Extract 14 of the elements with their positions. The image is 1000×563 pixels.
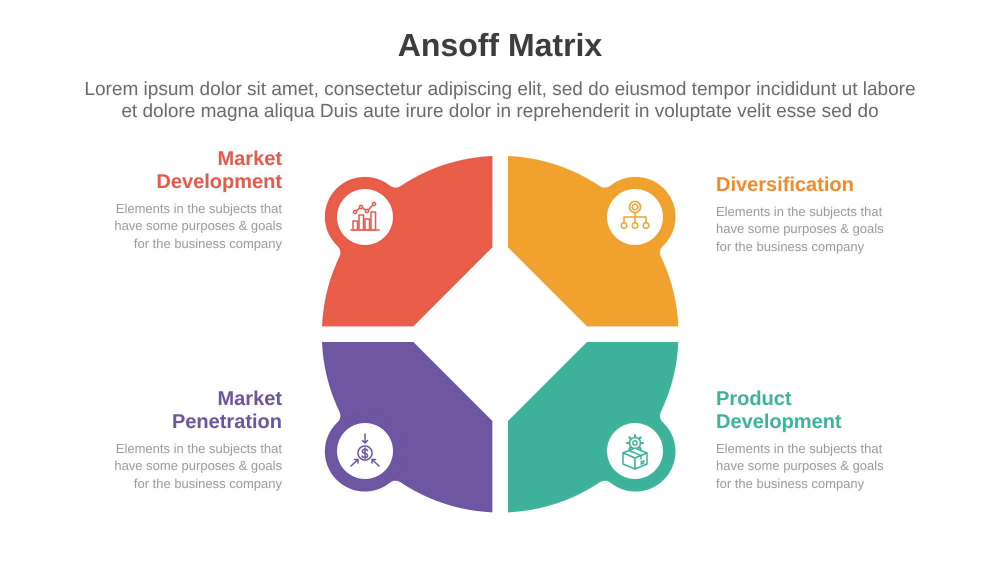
heading: Market Development <box>155 148 282 194</box>
description: Elements in the subjects that have some purposes & goals for the business company <box>113 200 282 252</box>
description: Elements in the subjects that have some purposes & goals for the business company <box>716 203 885 255</box>
heading: Product Development <box>716 388 843 434</box>
heading: Diversification <box>716 174 855 197</box>
heading: Market Penetration <box>170 388 282 434</box>
quadrant-segment <box>508 342 678 512</box>
description: Elements in the subjects that have some purposes & goals for the business company <box>113 440 282 492</box>
quadrant-segment <box>322 342 492 512</box>
quadrant-segment <box>322 156 492 326</box>
description: Elements in the subjects that have some purposes & goals for the business company <box>716 440 885 492</box>
quadrant-segment <box>508 156 678 326</box>
title: Ansoff Matrix <box>398 27 602 63</box>
subtitle: Lorem ipsum dolor sit amet, consectetur adipiscing elit, sed do eiusmod tempor incididunt ut labore et dolore magna aliqua Duis aute irure dolor in reprehenderit in voluptate velit esse sed do <box>83 79 917 123</box>
